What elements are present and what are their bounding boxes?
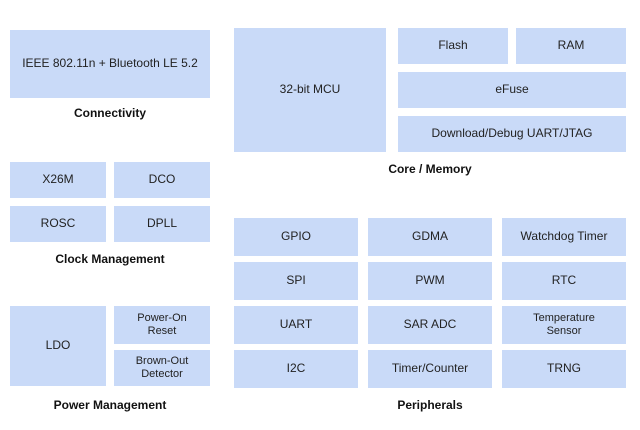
block-dpll: DPLL: [114, 206, 210, 242]
block-trng: TRNG: [502, 350, 626, 388]
block-brown-out-detector: Brown-Out Detector: [114, 350, 210, 386]
block-ldo: LDO: [10, 306, 106, 386]
block-i2c: I2C: [234, 350, 358, 388]
block-gpio: GPIO: [234, 218, 358, 256]
block-wifi-bluetooth: IEEE 802.11n + Bluetooth LE 5.2: [10, 30, 210, 98]
block-pwm: PWM: [368, 262, 492, 300]
block-rtc: RTC: [502, 262, 626, 300]
block-flash: Flash: [398, 28, 508, 64]
block-rosc: ROSC: [10, 206, 106, 242]
block-watchdog-timer: Watchdog Timer: [502, 218, 626, 256]
block-timer-counter: Timer/Counter: [368, 350, 492, 388]
block-x26m: X26M: [10, 162, 106, 198]
block-sar-adc: SAR ADC: [368, 306, 492, 344]
block-ram: RAM: [516, 28, 626, 64]
block-efuse: eFuse: [398, 72, 626, 108]
caption-power-management: Power Management: [53, 398, 167, 412]
block-dco: DCO: [114, 162, 210, 198]
block-temperature-sensor: Temperature Sensor: [502, 306, 626, 344]
caption-peripherals: Peripherals: [397, 398, 463, 412]
block-spi: SPI: [234, 262, 358, 300]
caption-core-memory: Core / Memory: [388, 162, 472, 176]
caption-connectivity: Connectivity: [73, 106, 146, 120]
block-power-on-reset: Power-On Reset: [114, 306, 210, 344]
caption-clock-management: Clock Management: [55, 252, 165, 266]
block-gdma: GDMA: [368, 218, 492, 256]
block-download-debug: Download/Debug UART/JTAG: [398, 116, 626, 152]
block-uart: UART: [234, 306, 358, 344]
block-mcu: 32-bit MCU: [234, 28, 386, 152]
